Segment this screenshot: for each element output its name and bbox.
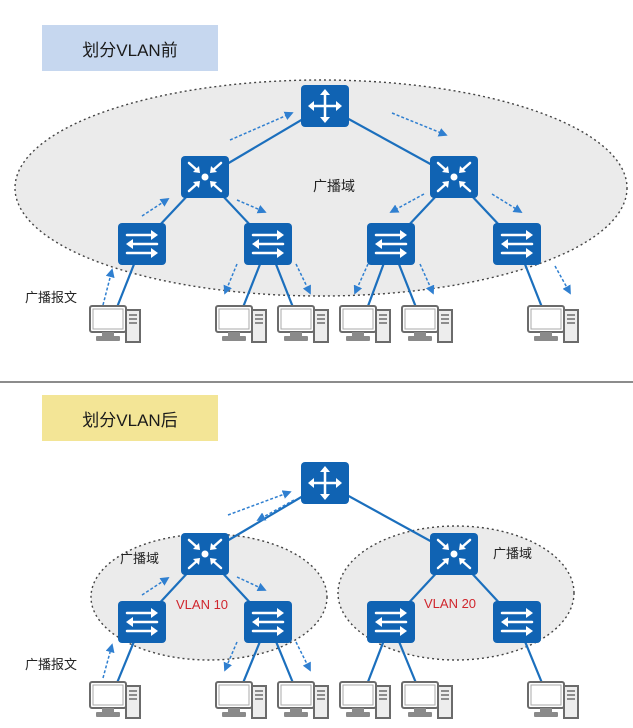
- core-switch-icon: [429, 532, 479, 576]
- pc-icon: [277, 681, 329, 719]
- broadcast-flow-arrows-after: [102, 490, 311, 679]
- access-switch-icon: [492, 222, 542, 266]
- pc-icon: [401, 681, 453, 719]
- pc-icon: [527, 305, 579, 343]
- access-switch-icon: [243, 600, 293, 644]
- core-switch-icon: [429, 155, 479, 199]
- access-switch-icon: [366, 600, 416, 644]
- broadcast-message-label: 广播报文: [25, 290, 78, 305]
- access-switch-icon: [366, 222, 416, 266]
- pc-icon: [89, 681, 141, 719]
- broadcast-domain-label-vlan20: 广播域: [493, 546, 533, 561]
- vlan-10-label: VLAN 10: [176, 597, 229, 612]
- broadcast-flow-arrows-before: [102, 111, 571, 306]
- title-before-text: 划分VLAN前: [82, 40, 178, 60]
- access-switch-icon: [117, 600, 167, 644]
- pc-icon: [277, 305, 329, 343]
- pc-icon: [215, 305, 267, 343]
- pc-icon: [215, 681, 267, 719]
- access-switch-icon: [243, 222, 293, 266]
- broadcast-domain-label-vlan10: 广播域: [120, 551, 160, 566]
- router-icon: [300, 461, 350, 505]
- pc-icon: [527, 681, 579, 719]
- vlan-20-label: VLAN 20: [424, 596, 477, 611]
- title-after-text: 划分VLAN后: [82, 410, 178, 430]
- core-switch-icon: [180, 155, 230, 199]
- pc-icon: [339, 305, 391, 343]
- title-before-vlan: 划分VLAN前: [42, 25, 218, 71]
- pc-icon: [89, 305, 141, 343]
- router-icon: [300, 84, 350, 128]
- broadcast-domain-label: 广播域: [313, 178, 355, 194]
- pc-icon: [339, 681, 391, 719]
- broadcast-message-label-after: 广播报文: [25, 657, 78, 672]
- title-after-vlan: 划分VLAN后: [42, 395, 218, 441]
- access-switch-icon: [117, 222, 167, 266]
- access-switch-icon: [492, 600, 542, 644]
- core-switch-icon: [180, 532, 230, 576]
- pc-icon: [401, 305, 453, 343]
- broadcast-domain-ellipse-before: [14, 79, 628, 297]
